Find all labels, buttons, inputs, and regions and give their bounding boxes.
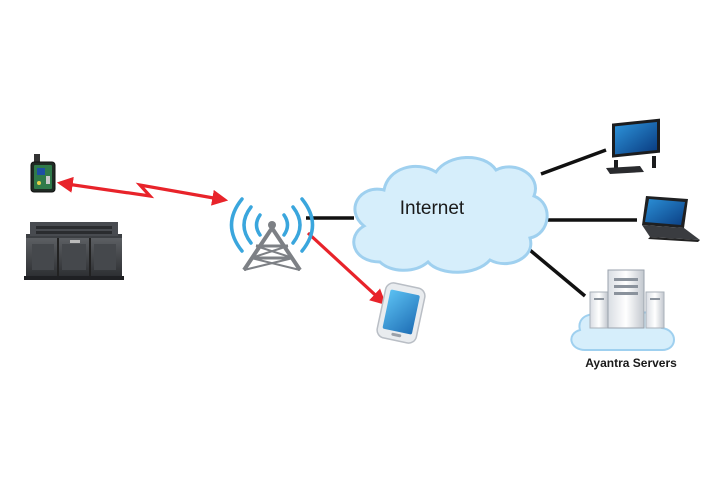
wired-link-servers [523,244,587,298]
internet-cloud [352,156,549,274]
wireless-link-controller [56,176,229,206]
generator-icon [24,222,124,280]
server-cloud-icon [570,269,675,351]
servers-caption: Ayantra Servers [585,356,677,370]
internet-label: Internet [399,198,465,219]
wireless-link-phone [306,231,387,306]
iot-controller-icon [30,154,56,193]
laptop-icon [642,196,700,242]
desktop-computer-icon [606,118,660,174]
smartphone-icon [376,282,426,344]
wired-link-desktop [540,148,607,176]
cell-tower-icon [229,197,315,272]
